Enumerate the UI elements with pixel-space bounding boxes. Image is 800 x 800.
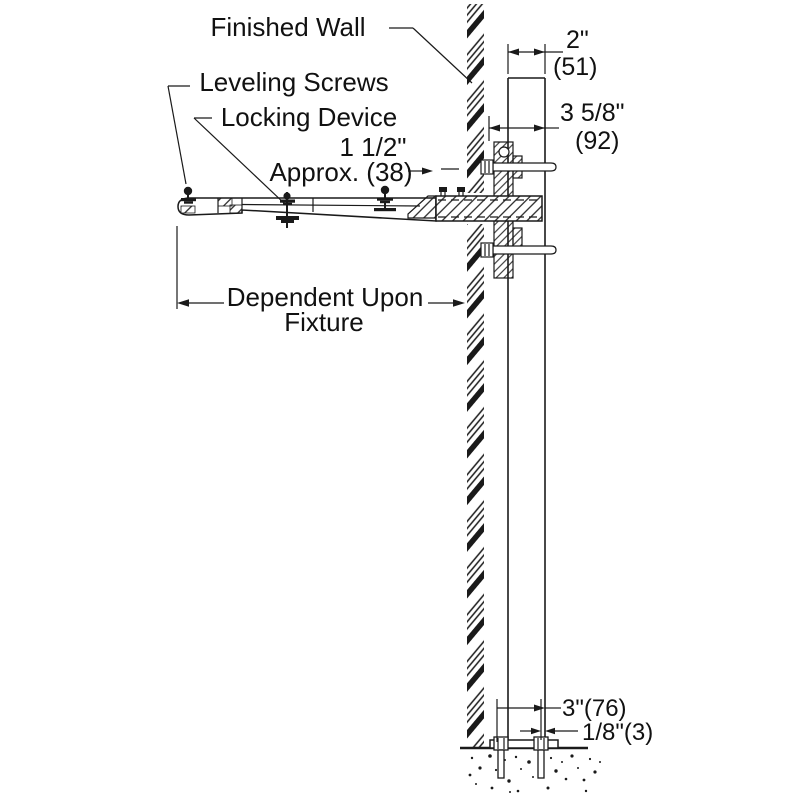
dimension-stud-depth: 3 5/8" (92) [488, 99, 624, 155]
floor [460, 746, 601, 793]
dimension-edge-gap: 1/8"(3) [520, 699, 653, 746]
sleeve-screw-right [457, 187, 465, 196]
sleeve-screw-left [439, 187, 447, 196]
approx-line2: Approx. (38) [269, 157, 412, 187]
concrete-speckles [468, 754, 601, 793]
dim-stud-depth-mm: (92) [575, 127, 619, 155]
arm-sleeve [435, 195, 543, 222]
leveling-screw-left [181, 186, 196, 204]
leader-leveling-screws: Leveling Screws [167, 67, 389, 185]
dim-anchor-offset: 3"(76) [562, 695, 627, 722]
dependent-line2: Fixture [284, 307, 363, 337]
dim-post-width-in: 2" [566, 26, 589, 54]
locking-device-label: Locking Device [221, 102, 397, 132]
anchor-bolt-right [533, 736, 549, 779]
dimension-dependent-fixture: Dependent Upon Fixture [176, 226, 465, 337]
dimension-post-width: 2" (51) [507, 26, 597, 81]
finished-wall [467, 4, 484, 748]
finished-wall-label: Finished Wall [210, 12, 365, 42]
leveling-screw-right [374, 185, 396, 212]
dim-stud-depth-in: 3 5/8" [560, 99, 624, 127]
plate-hole [498, 146, 510, 158]
support-arm [177, 187, 543, 222]
dim-edge-gap: 1/8"(3) [582, 719, 653, 746]
arm-wedge [407, 195, 437, 219]
anchor-bolt-left [493, 736, 509, 779]
base-plate [489, 739, 559, 749]
dependent-line1: Dependent Upon [227, 282, 424, 312]
mounting-bolt-upper [480, 159, 557, 175]
leader-locking-device: Locking Device [193, 102, 397, 206]
dimension-anchor-offset: 3"(76) [496, 695, 627, 742]
dim-post-width-mm: (51) [553, 53, 597, 81]
locking-device-screw [276, 192, 299, 228]
mounting-bolt-lower [480, 242, 557, 258]
leader-finished-wall: Finished Wall [210, 12, 473, 84]
leveling-screws-label: Leveling Screws [199, 67, 388, 97]
approx-line1: 1 1/2" [339, 132, 406, 162]
annotation-approx: 1 1/2" Approx. (38) [269, 132, 459, 187]
